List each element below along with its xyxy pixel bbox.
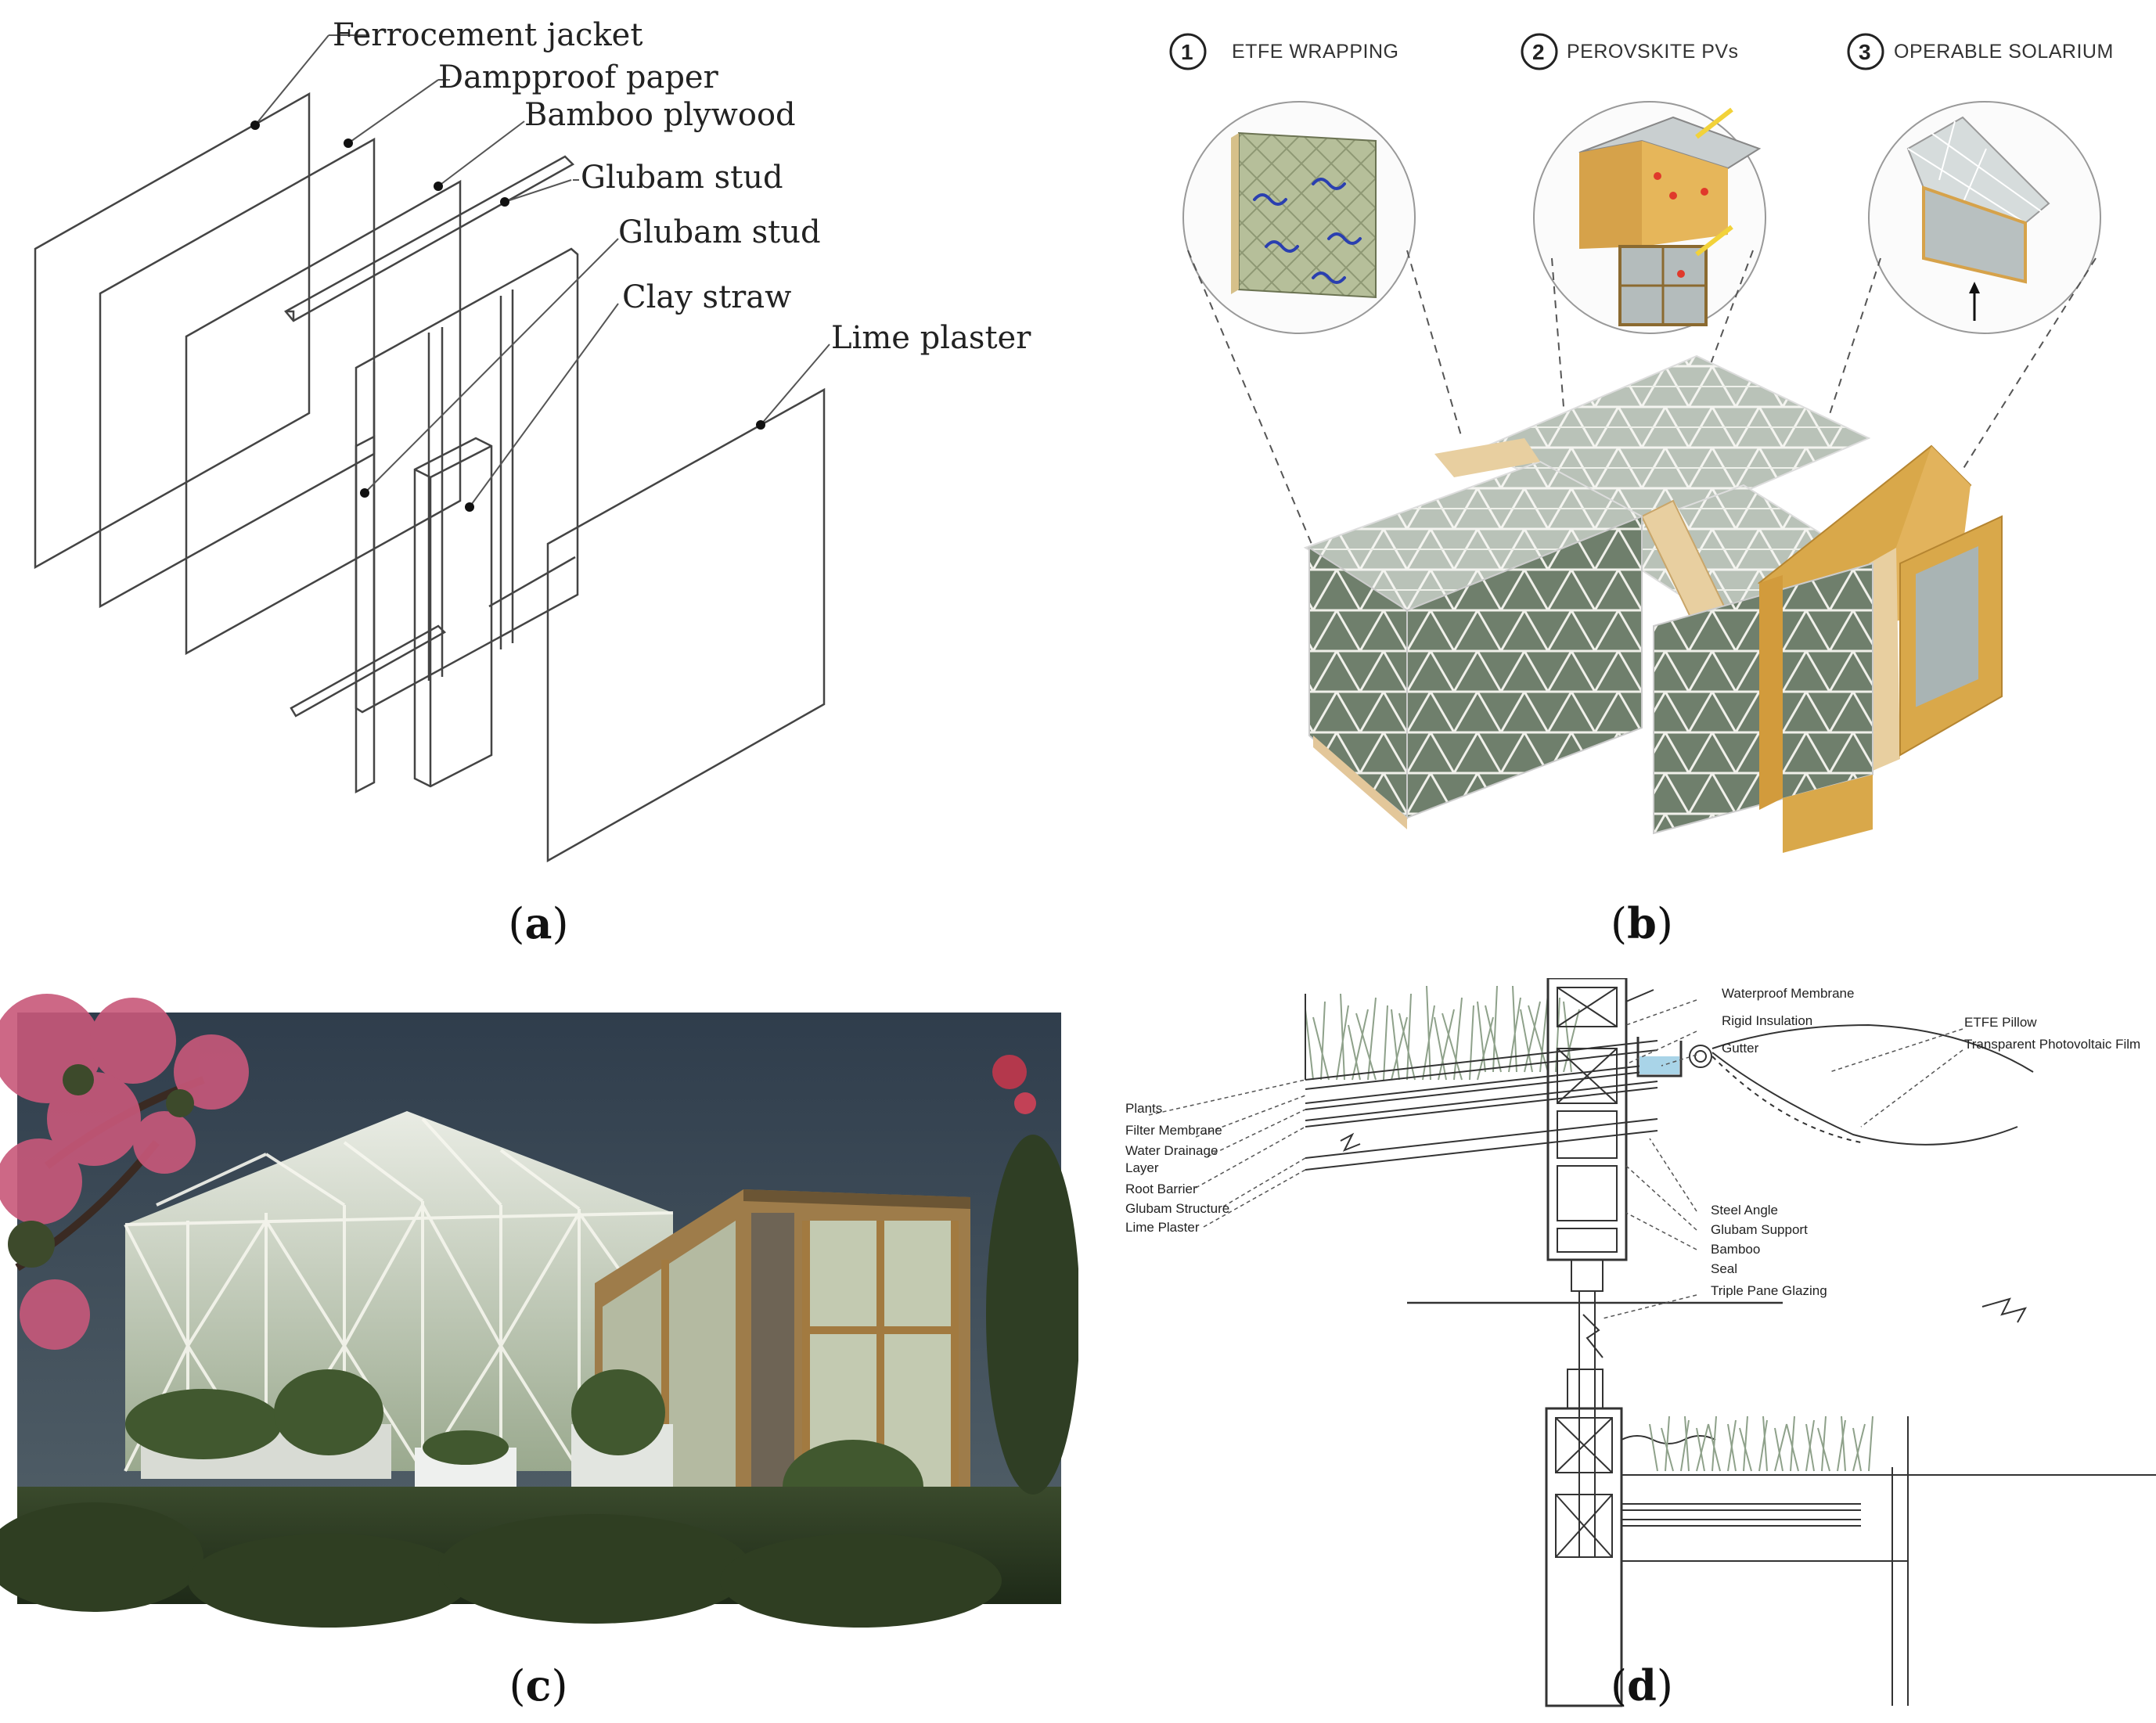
label-dampproof-paper: Dampproof paper (438, 59, 719, 95)
label-lime-plaster: Lime plaster (831, 320, 1031, 356)
upper-plants (1305, 985, 1580, 1081)
label-steel-angle: Steel Angle (1711, 1203, 1778, 1218)
label-seal: Seal (1711, 1261, 1737, 1276)
panel-a-exploded-wall: Ferrocement jacket Dampproof paper Bambo… (0, 0, 1078, 876)
caption-c: (c) (509, 1660, 568, 1710)
etfe-panel-detail (1231, 131, 1377, 299)
lower-plants (1649, 1415, 1873, 1472)
perovskite-detail (1578, 107, 1762, 326)
etfe-greenhouse (125, 1111, 673, 1471)
label-rigid-insulation: Rigid Insulation (1722, 1013, 1812, 1028)
right-shrub (986, 1055, 1078, 1495)
glubam-stud-vertical (355, 434, 376, 794)
number-circle-icon (1521, 33, 1558, 70)
label-plants: Plants (1125, 1101, 1162, 1116)
label-transparent-pv-film: Transparent Photovoltaic Film (1964, 1037, 2140, 1052)
label-glubam-support: Glubam Support (1711, 1222, 1808, 1237)
bamboo-plywood-panel (185, 179, 462, 656)
label-water-drainage-layer: Layer (1125, 1160, 1159, 1175)
callout-label-solarium: OPERABLE SOLARIUM (1894, 41, 2114, 63)
panel-c-greenhouse-render (0, 986, 1078, 1723)
glubam-stud-top (284, 155, 575, 322)
glubam-stud-frame (290, 247, 579, 718)
label-bamboo: Bamboo (1711, 1242, 1760, 1257)
label-gutter: Gutter (1722, 1041, 1759, 1056)
svg-text:1: 1 (1181, 40, 1193, 64)
callout-3: 3 OPERABLE SOLARIUM (1847, 33, 2114, 70)
exploded-wall-diagram: Ferrocement jacket Dampproof paper Bambo… (34, 17, 1031, 863)
label-lime-plaster: Lime Plaster (1125, 1220, 1200, 1235)
caption-a: (a) (508, 898, 569, 948)
clay-straw-block (413, 437, 493, 788)
callout-label-perovskite: PEROVSKITE PVs (1567, 41, 1739, 63)
svg-text:3: 3 (1859, 40, 1871, 64)
glubam-column (1546, 978, 1628, 1261)
blossom-tree (0, 994, 249, 1350)
callout-1: 1 ETFE WRAPPING (1169, 33, 1398, 70)
svg-text:2: 2 (1532, 40, 1545, 64)
panel-d-section-detail: Plants Filter Membrane Water Drainage La… (1078, 978, 2156, 1723)
label-clay-straw: Clay straw (622, 279, 791, 315)
label-glubam-stud-1: Glubam stud (581, 160, 783, 196)
caption-b: (b) (1611, 898, 1673, 948)
number-circle-icon (1169, 33, 1207, 70)
label-filter-membrane: Filter Membrane (1125, 1123, 1222, 1138)
label-waterproof-membrane: Waterproof Membrane (1722, 986, 1854, 1001)
greenhouse-model (1303, 354, 2003, 853)
label-ferrocement-jacket: Ferrocement jacket (333, 17, 642, 53)
label-glubam-structure: Glubam Structure (1125, 1201, 1229, 1216)
label-root-barrier: Root Barrier (1125, 1182, 1197, 1196)
label-water-drainage: Water Drainage (1125, 1143, 1218, 1158)
lime-plaster-panel (546, 387, 826, 863)
greenhouse-axonometric: 1 ETFE WRAPPING 2 PEROVSKITE PVs 3 OPERA… (1169, 33, 2114, 853)
number-circle-icon (1847, 33, 1884, 70)
panel-b-greenhouse-axonometric: 1 ETFE WRAPPING 2 PEROVSKITE PVs 3 OPERA… (1078, 0, 2156, 876)
greenhouse-render-illustration (0, 994, 1078, 1628)
dampproof-paper-panel (99, 137, 376, 609)
ferrocement-jacket-panel (34, 92, 311, 570)
callout-2: 2 PEROVSKITE PVs (1521, 33, 1739, 70)
callout-label-etfe: ETFE WRAPPING (1232, 41, 1398, 63)
caption-d: (d) (1611, 1660, 1673, 1710)
solarium-detail (1906, 116, 2050, 321)
gutter (1636, 1037, 1683, 1077)
label-glubam-stud-2: Glubam stud (618, 214, 821, 250)
label-triple-pane-glazing: Triple Pane Glazing (1711, 1283, 1827, 1298)
label-etfe-pillow: ETFE Pillow (1964, 1015, 2037, 1030)
label-bamboo-plywood: Bamboo plywood (524, 97, 796, 133)
section-detail-drawing: Plants Filter Membrane Water Drainage La… (1125, 978, 2156, 1707)
